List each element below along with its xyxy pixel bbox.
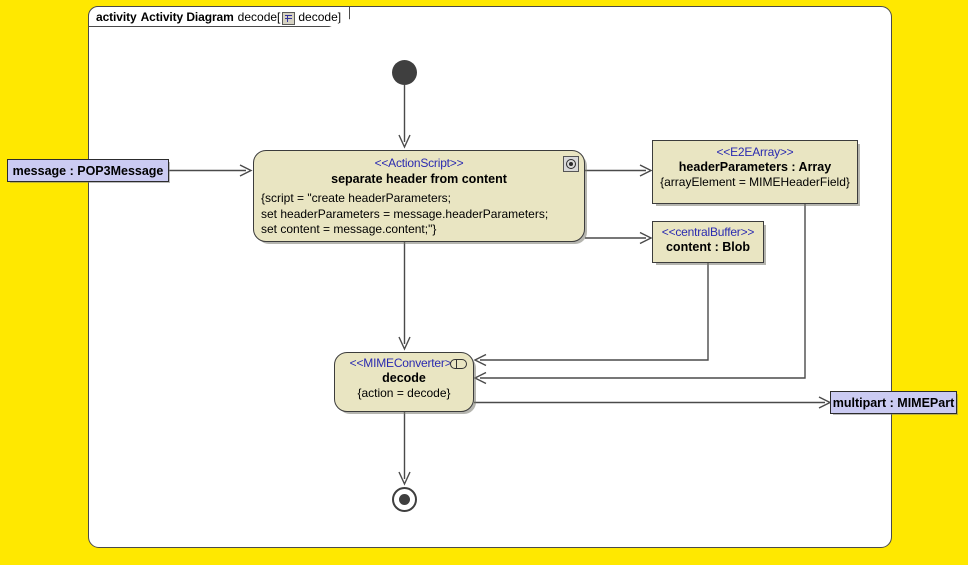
decode-name: decode [382, 371, 426, 385]
frame-keyword: activity [96, 9, 137, 24]
input-pin-message[interactable]: message : POP3Message [7, 159, 169, 182]
script-settings-icon[interactable] [563, 156, 579, 172]
object-node-content[interactable]: <<centralBuffer>> content : Blob [652, 221, 764, 263]
diagram-frame-title: activity Activity Diagram decode[ decode… [88, 6, 351, 27]
object-node-headerparameters[interactable]: <<E2EArray>> headerParameters : Array {a… [652, 140, 858, 204]
headerparameters-attribute: {arrayElement = MIMEHeaderField} [660, 175, 850, 189]
frame-inner-name: decode [298, 9, 338, 24]
initial-node[interactable] [392, 60, 417, 85]
content-name: content : Blob [665, 240, 750, 254]
decode-attribute: {action = decode} [357, 386, 451, 400]
headerparameters-name: headerParameters : Array [678, 160, 832, 174]
frame-close-bracket: ] [337, 9, 342, 24]
action-name: separate header from content [331, 172, 507, 186]
output-pin-multipart[interactable]: multipart : MIMEPart [830, 391, 957, 414]
content-stereotype: <<centralBuffer>> [661, 225, 755, 239]
activity-final-node[interactable] [392, 487, 417, 512]
headerparameters-stereotype: <<E2EArray>> [716, 145, 794, 159]
behavior-call-icon[interactable] [450, 359, 467, 369]
frame-type-label: Activity Diagram [140, 9, 234, 24]
action-stereotype: <<ActionScript>> [374, 156, 464, 170]
script-settings-dot [569, 162, 573, 166]
action-script-body: {script = "create headerParameters; set … [261, 191, 549, 236]
action-separate-header-from-content[interactable]: <<ActionScript>> separate header from co… [253, 150, 585, 242]
decode-stereotype: <<MIMEConverter>> [349, 356, 459, 370]
frame-name: decode[ [237, 9, 281, 24]
activity-diagram-frame [88, 6, 892, 548]
action-decode[interactable]: <<MIMEConverter>> decode {action = decod… [334, 352, 474, 412]
activity-diagram-icon [282, 12, 296, 25]
script-settings-ring [566, 159, 576, 169]
